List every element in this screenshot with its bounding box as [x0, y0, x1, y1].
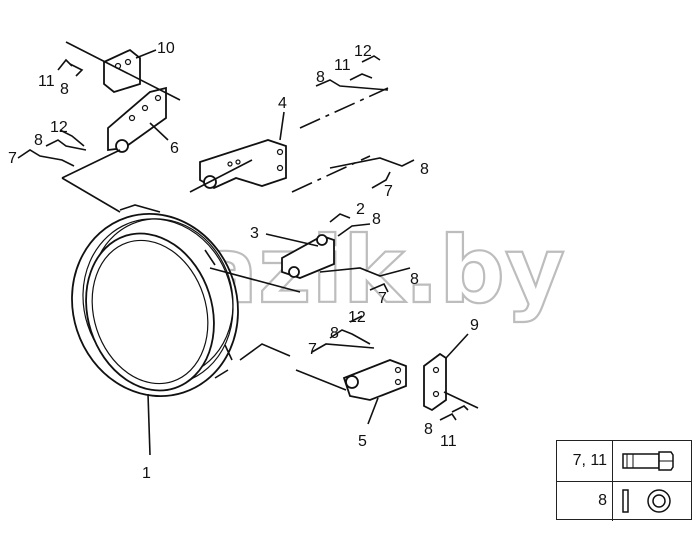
callout-9: 9 — [470, 317, 479, 334]
callout-2: 2 — [356, 201, 365, 218]
fastener-legend: 7, 11 8 — [556, 440, 692, 521]
fasteners-mid — [209, 213, 411, 293]
callout-11-plate: 11 — [440, 433, 457, 450]
bracket-5 — [342, 359, 407, 425]
callout-8-plate: 8 — [424, 421, 433, 438]
plate-9 — [423, 333, 479, 421]
callout-1: 1 — [142, 465, 151, 482]
callout-8-left: 8 — [34, 132, 43, 149]
legend-row-bolt: 7, 11 — [557, 441, 691, 482]
legend-label-bolt: 7, 11 — [557, 441, 613, 481]
bracket-6 — [107, 86, 169, 153]
washer-icon — [613, 481, 691, 521]
callout-8-mid: 8 — [410, 271, 419, 288]
callout-11-upper-right: 11 — [334, 57, 351, 74]
callout-11-top: 11 — [38, 73, 55, 90]
callout-3: 3 — [250, 225, 259, 242]
callout-7-lower: 7 — [308, 341, 317, 358]
bracket-10 — [103, 48, 157, 94]
callout-4: 4 — [278, 95, 287, 112]
legend-label-washer: 8 — [557, 481, 613, 521]
callout-8-lower: 8 — [330, 325, 339, 342]
legend-row-washer: 8 — [557, 481, 691, 521]
bracket-3 — [265, 233, 335, 279]
fasteners-upper-left — [17, 41, 181, 213]
callout-10: 10 — [157, 40, 175, 57]
fasteners-lower — [239, 315, 375, 391]
headlamp-ring — [71, 204, 239, 456]
callout-8-upper-right: 8 — [316, 69, 325, 86]
callout-8-top: 8 — [60, 81, 69, 98]
callout-8-right-mid: 8 — [420, 161, 429, 178]
callout-7-right-mid: 7 — [384, 183, 393, 200]
callout-12-left: 12 — [50, 119, 68, 136]
callout-5: 5 — [358, 433, 367, 450]
callout-12-upper-right: 12 — [354, 43, 372, 60]
callout-6: 6 — [170, 140, 179, 157]
fasteners-upper-right — [189, 55, 415, 193]
bolt-icon — [613, 441, 691, 481]
callout-8-mid-top: 8 — [372, 211, 381, 228]
bracket-4 — [199, 111, 287, 190]
callout-7-mid: 7 — [378, 290, 387, 307]
callout-12-lower: 12 — [348, 309, 366, 326]
callout-7-left: 7 — [8, 150, 17, 167]
